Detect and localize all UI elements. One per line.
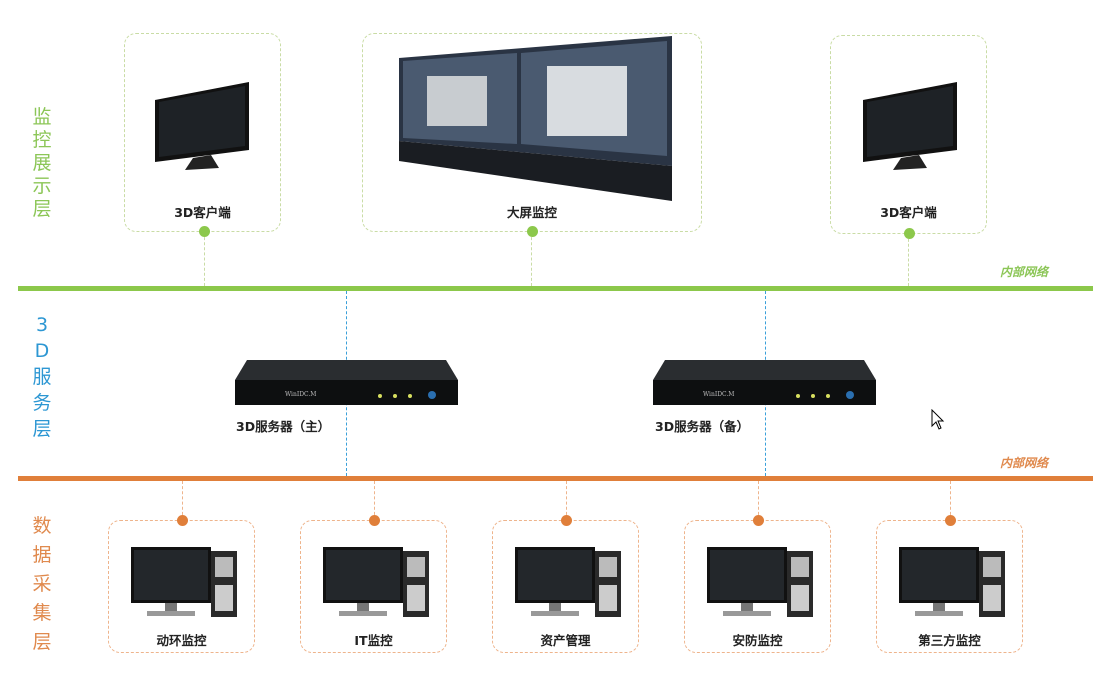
display-node-video-wall[interactable]: 大屏监控: [362, 33, 702, 232]
server-brand: WinIDC.M: [703, 391, 734, 398]
connector-dot: [560, 514, 572, 526]
char: 控: [32, 129, 52, 151]
char: 集: [32, 602, 52, 624]
layer-label-server: 3 D 服 务 层: [30, 312, 54, 442]
network-label-top: 内部网络: [1000, 265, 1049, 279]
network-line-top: [18, 286, 1093, 291]
node-label: 3D客户端: [880, 205, 937, 220]
display-node-client-1[interactable]: 3D客户端: [124, 33, 281, 232]
server-label-primary: 3D服务器（主）: [236, 419, 331, 434]
node-label: 安防监控: [732, 633, 783, 648]
char: 层: [32, 198, 52, 220]
network-label-bottom: 内部网络: [1000, 456, 1049, 470]
connector-dot: [526, 225, 538, 237]
video-wall-icon: [399, 36, 672, 201]
char: D: [34, 340, 50, 362]
char: 务: [32, 392, 52, 414]
connector-dot: [198, 225, 210, 237]
connector: [758, 481, 759, 520]
mouse-cursor-icon: [931, 409, 945, 430]
data-node[interactable]: 安防监控: [684, 520, 831, 653]
server-icon: WinIDC.M: [235, 360, 458, 405]
char: 采: [32, 573, 52, 595]
data-node[interactable]: IT监控: [300, 520, 447, 653]
node-label: IT监控: [354, 633, 393, 648]
display-node-client-2[interactable]: 3D客户端: [830, 35, 987, 234]
char: 服: [32, 366, 52, 388]
server-icon: WinIDC.M: [653, 360, 876, 405]
char: 3: [35, 314, 49, 336]
char: 示: [32, 175, 52, 197]
data-node[interactable]: 第三方监控: [876, 520, 1023, 653]
char: 据: [32, 544, 52, 566]
node-label: 大屏监控: [506, 205, 557, 220]
connector: [950, 481, 951, 520]
layer-label-display: 监 控 展 示 层: [30, 106, 54, 221]
tv-icon: [863, 82, 957, 170]
connector-dot: [944, 514, 956, 526]
char: 展: [32, 152, 52, 174]
data-node[interactable]: 资产管理: [492, 520, 639, 653]
server-brand: WinIDC.M: [285, 391, 316, 398]
connector: [204, 232, 205, 286]
network-line-bottom: [18, 476, 1093, 481]
server-label-backup: 3D服务器（备）: [655, 419, 750, 434]
char: 数: [32, 515, 52, 537]
desktop-computer-icon: [707, 547, 813, 617]
node-label: 动环监控: [156, 633, 207, 648]
desktop-computer-icon: [899, 547, 1005, 617]
connector-dot: [752, 514, 764, 526]
connector: [566, 481, 567, 520]
layer-label-data: 数 据 采 集 层: [30, 512, 54, 657]
desktop-computer-icon: [323, 547, 429, 617]
connector-dot: [368, 514, 380, 526]
char: 层: [32, 631, 52, 653]
tv-icon: [155, 82, 249, 170]
data-node[interactable]: 动环监控: [108, 520, 255, 653]
char: 监: [32, 106, 52, 128]
node-label: 第三方监控: [918, 633, 981, 648]
connector: [531, 232, 532, 286]
connector: [182, 481, 183, 520]
connector: [374, 481, 375, 520]
connector: [908, 234, 909, 286]
desktop-computer-icon: [515, 547, 621, 617]
desktop-computer-icon: [131, 547, 237, 617]
node-label: 3D客户端: [174, 205, 231, 220]
node-label: 资产管理: [540, 633, 591, 648]
connector-dot: [903, 227, 915, 239]
char: 层: [32, 418, 52, 440]
connector-dot: [176, 514, 188, 526]
